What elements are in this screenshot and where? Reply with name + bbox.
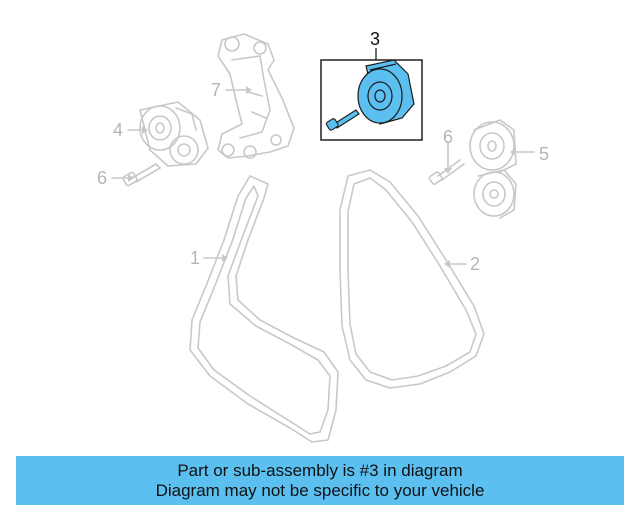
callout-1[interactable]: 1 (190, 248, 201, 268)
idler-pulley-part-5 (469, 119, 517, 219)
bolt-part-6-left (122, 163, 161, 187)
arrowhead-6-left (128, 174, 134, 182)
arrowhead-6-right (444, 168, 452, 174)
bolt-part-6-right (428, 159, 465, 185)
callout-4[interactable]: 4 (113, 120, 124, 140)
serpentine-belt-part-2 (339, 169, 485, 389)
callout-6-right[interactable]: 6 (443, 127, 454, 147)
callout-7[interactable]: 7 (211, 80, 222, 100)
tensioner-part-4 (139, 101, 209, 167)
arrowhead-7 (246, 86, 252, 94)
arrowhead-1 (222, 254, 228, 262)
arrowhead-5 (510, 148, 516, 156)
callout-6-left[interactable]: 6 (97, 168, 108, 188)
bracket-part-7 (217, 33, 295, 159)
banner-line-disclaimer: Diagram may not be specific to your vehi… (155, 480, 485, 500)
info-banner: Part or sub-assembly is #3 in diagram Di… (16, 456, 624, 505)
serpentine-belt-part-1 (189, 175, 339, 443)
bolt-part-3 (325, 109, 360, 131)
callout-2[interactable]: 2 (470, 254, 481, 274)
arrowhead-2 (444, 260, 450, 268)
banner-line-part-number: Part or sub-assembly is #3 in diagram (177, 460, 463, 480)
parts-diagram (111, 33, 535, 443)
callout-3[interactable]: 3 (370, 29, 381, 49)
idler-pulley-part-3 (357, 59, 415, 125)
part-3-box (320, 48, 423, 141)
callout-5[interactable]: 5 (539, 144, 550, 164)
arrowhead-4 (142, 126, 148, 134)
